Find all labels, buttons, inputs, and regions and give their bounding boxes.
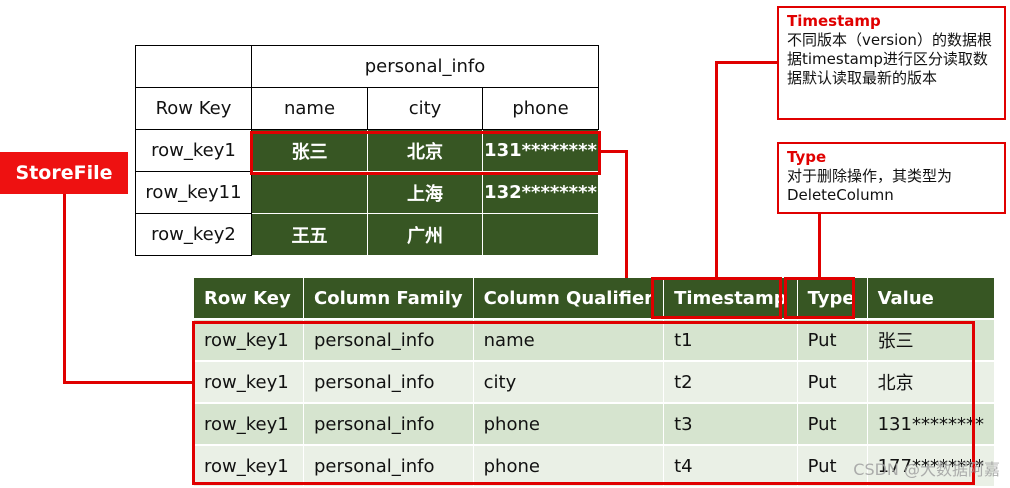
top-row-key: row_key2 [135, 213, 252, 256]
type-note: Type 对于删除操作，其类型为DeleteColumn [777, 142, 1006, 214]
storefile-label: StoreFile [0, 152, 128, 194]
bottom-cell: t3 [663, 402, 798, 445]
top-cell: 北京 [367, 129, 483, 172]
connector-line [818, 212, 821, 277]
top-header-row: Row Key name city phone [135, 87, 599, 130]
bottom-cell: personal_info [303, 444, 474, 486]
timestamp-note-body: 不同版本（version）的数据根据timestamp进行区分读取数据默认读取最… [787, 31, 992, 87]
top-header-cell: city [367, 87, 483, 130]
timestamp-note-title: Timestamp [787, 12, 881, 30]
bottom-cell: row_key1 [194, 444, 304, 486]
bottom-cell: t2 [663, 360, 798, 403]
bottom-cell: row_key1 [194, 318, 304, 361]
bottom-cell: city [473, 360, 665, 403]
bottom-header-cell: Row Key [194, 278, 304, 319]
top-cell [482, 213, 599, 256]
bottom-cell: Put [797, 444, 868, 486]
top-cell [251, 171, 368, 214]
connector-line [63, 381, 194, 384]
top-cell: 131******** [482, 129, 599, 172]
bottom-row: row_key1 personal_info name t1 Put 张三 [194, 318, 995, 361]
bottom-header-row: Row Key Column Family Column Qualifier T… [194, 278, 995, 319]
top-group-header-row: personal_info [135, 45, 599, 88]
timestamp-note: Timestamp 不同版本（version）的数据根据timestamp进行区… [777, 6, 1006, 120]
bottom-cell: name [473, 318, 665, 361]
top-cell: 王五 [251, 213, 368, 256]
type-note-body: 对于删除操作，其类型为DeleteColumn [787, 167, 953, 204]
bottom-cell: personal_info [303, 402, 474, 445]
bottom-cell: Put [797, 402, 868, 445]
bottom-table: Row Key Column Family Column Qualifier T… [194, 278, 995, 486]
bottom-cell: personal_info [303, 360, 474, 403]
top-row-key: row_key1 [135, 129, 252, 172]
bottom-cell: t4 [663, 444, 798, 486]
bottom-header-cell: Column Qualifier [473, 278, 665, 319]
top-row: row_key1 张三 北京 131******** [135, 129, 599, 172]
connector-line [715, 61, 777, 64]
bottom-cell: row_key1 [194, 402, 304, 445]
bottom-cell: row_key1 [194, 360, 304, 403]
bottom-header-cell: Timestamp [663, 278, 798, 319]
top-header-cell: name [251, 87, 368, 130]
top-header-cell: phone [482, 87, 599, 130]
type-header-highlight-box [784, 277, 855, 319]
bottom-cell: t1 [663, 318, 798, 361]
type-note-title: Type [787, 148, 827, 166]
top-cell: 张三 [251, 129, 368, 172]
timestamp-header-highlight-box [651, 277, 782, 319]
top-cell: 上海 [367, 171, 483, 214]
top-row: row_key11 上海 132******** [135, 171, 599, 214]
connector-line [715, 61, 718, 277]
watermark: CSDN @大数据阿嘉 [853, 460, 1000, 479]
top-cell: 广州 [367, 213, 483, 256]
top-cell: 132******** [482, 171, 599, 214]
connector-line [600, 150, 628, 153]
top-row: row_key2 王五 广州 [135, 213, 599, 256]
top-row-highlight-box [250, 131, 601, 175]
bottom-cell: phone [473, 444, 665, 486]
connector-line [63, 194, 66, 384]
bottom-row: row_key1 personal_info city t2 Put 北京 [194, 360, 995, 403]
bottom-cell: Put [797, 360, 868, 403]
bottom-header-cell: Value [867, 278, 995, 319]
top-group-header: personal_info [251, 45, 599, 88]
top-table: personal_info Row Key name city phone ro… [135, 45, 599, 256]
bottom-header-cell: Type [797, 278, 868, 319]
bottom-cell: phone [473, 402, 665, 445]
storefile-rows-highlight-box [192, 321, 975, 485]
bottom-header-cell: Column Family [303, 278, 474, 319]
connector-line [625, 150, 628, 278]
bottom-cell: Put [797, 318, 868, 361]
top-empty-corner [135, 45, 252, 88]
bottom-row: row_key1 personal_info phone t4 Put 177*… [194, 444, 995, 486]
top-header-cell: Row Key [135, 87, 252, 130]
bottom-cell: personal_info [303, 318, 474, 361]
top-row-key: row_key11 [135, 171, 252, 214]
